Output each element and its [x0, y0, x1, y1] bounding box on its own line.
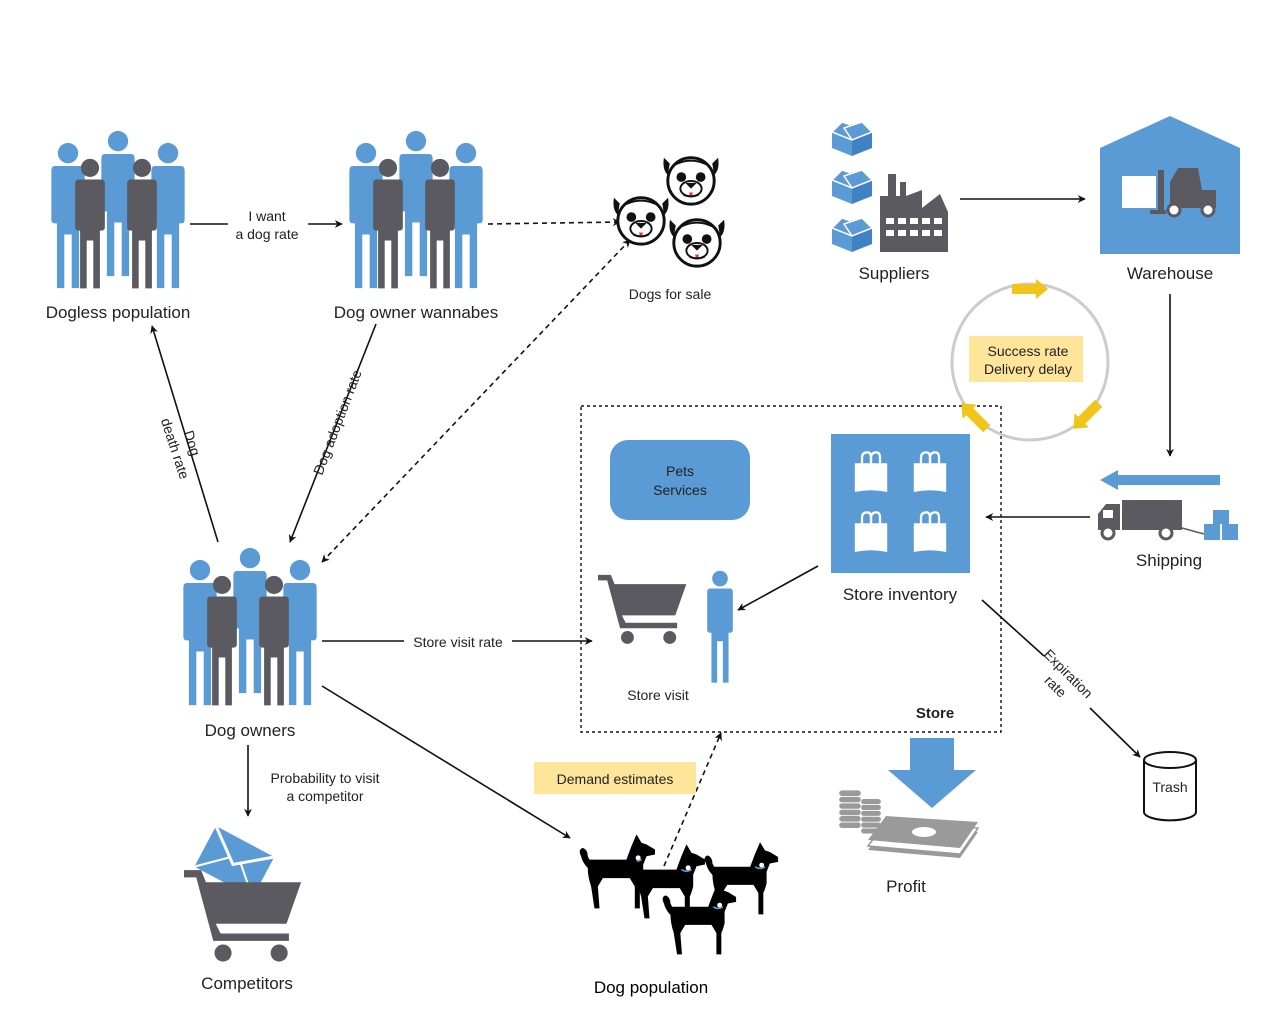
- person-icon: [707, 570, 733, 683]
- trash-node: Trash: [1143, 751, 1197, 822]
- expiration-line1: Expiration: [1041, 646, 1096, 701]
- profit-label: Profit: [886, 877, 926, 896]
- trash-label: Trash: [1152, 779, 1187, 795]
- people-group-icon: [349, 131, 482, 288]
- trash-cylinder-icon: [1143, 760, 1197, 822]
- store-inventory-node: Store inventory: [831, 434, 970, 604]
- flow-label-store-visit-rate: Store visit rate: [413, 634, 503, 650]
- store-boundary: [580, 405, 1002, 733]
- dog-owner-wannabes-node: Dog owner wannabes: [334, 131, 498, 322]
- pets-services-node: Pets Services: [610, 440, 750, 520]
- dog-owners-label: Dog owners: [205, 721, 296, 740]
- dog-owners-node: Dog owners: [183, 548, 316, 740]
- box-icon: [1213, 510, 1229, 524]
- box-icon: [1222, 524, 1238, 540]
- shipping-node: Shipping: [1098, 470, 1238, 570]
- pug-face-icon: [668, 218, 726, 268]
- store-visit-label: Store visit: [627, 687, 689, 703]
- dog-population-node: Dog population: [578, 833, 780, 997]
- people-group-icon: [51, 131, 184, 288]
- competitors-node: Competitors: [184, 825, 302, 993]
- dogs-to-owners-dashed: [321, 239, 631, 563]
- dogs-for-sale-node: Dogs for sale: [612, 156, 726, 302]
- delivery-truck-icon: [1098, 500, 1182, 541]
- flow-label-a-dog-rate: a dog rate: [235, 226, 298, 242]
- inventory-panel: [831, 434, 970, 573]
- dogless-population-label: Dogless population: [46, 303, 191, 322]
- suppliers-node: Suppliers: [831, 121, 948, 283]
- dog-silhouette-icon: [661, 881, 738, 956]
- demand-estimates-note: Demand estimates: [557, 771, 674, 787]
- factory-icon: [880, 174, 948, 252]
- store-visit-node: Store visit: [598, 570, 733, 703]
- note-success-rate: Success rate: [988, 343, 1069, 359]
- suppliers-label: Suppliers: [859, 264, 930, 283]
- demand-estimate-dashed: [663, 732, 722, 867]
- flow-arrow-dog-death: [150, 325, 219, 543]
- store-label: Store: [916, 705, 954, 722]
- shopping-cart-icon: [598, 574, 687, 644]
- box-icon: [831, 169, 873, 205]
- coin-stack-icon: [838, 789, 862, 829]
- down-arrow-icon: [888, 738, 976, 808]
- people-group-icon: [183, 548, 316, 705]
- cycle-arrow-top-icon: [1012, 279, 1048, 299]
- delivery-cycle: Success rate Delivery delay: [950, 279, 1110, 442]
- owners-to-dog-population: [321, 685, 571, 839]
- pets-services-line2: Services: [653, 482, 707, 498]
- dog-population-label: Dog population: [594, 978, 708, 997]
- pug-face-icon: [662, 156, 720, 206]
- store-inventory-label: Store inventory: [843, 585, 958, 604]
- warehouse-forklift-icon: [1122, 168, 1216, 218]
- box-icon: [831, 121, 873, 157]
- warehouse-label: Warehouse: [1127, 264, 1213, 283]
- wannabes-to-dogs-dashed: [487, 218, 621, 227]
- dog-death-label-line1: Dog: [181, 428, 204, 457]
- success-delivery-note-bg: [969, 336, 1083, 382]
- competitors-label: Competitors: [201, 974, 293, 993]
- flow-label-i-want: I want: [248, 208, 285, 224]
- pug-face-icon: [612, 196, 670, 246]
- pets-services-line1: Pets: [666, 463, 694, 479]
- flow-label-a-competitor: a competitor: [286, 788, 363, 804]
- box-icon: [831, 217, 873, 253]
- cycle-arrow-left-icon: [961, 403, 991, 433]
- cycle-arrow-right-icon: [1073, 399, 1103, 429]
- flow-label-probability: Probability to visit: [271, 770, 380, 786]
- expiration-line-a: [981, 599, 1045, 657]
- expiration-arrow: [1089, 707, 1141, 758]
- connectors: [150, 195, 1174, 867]
- warehouse-node: Warehouse: [1100, 116, 1240, 283]
- inventory-to-store-visit: [737, 565, 819, 611]
- box-icon: [1204, 524, 1220, 540]
- dog-owner-wannabes-label: Dog owner wannabes: [334, 303, 498, 322]
- note-delivery-delay: Delivery delay: [984, 361, 1072, 377]
- profit-node: Profit: [838, 738, 980, 896]
- demand-estimates-note-bg: [534, 762, 696, 794]
- shipping-label: Shipping: [1136, 551, 1202, 570]
- envelope-icon: [194, 825, 275, 898]
- flow-label-dog-death-rate: Dog death rate: [158, 416, 204, 481]
- dogless-population-node: Dogless population: [46, 131, 191, 322]
- dogs-for-sale-label: Dogs for sale: [629, 286, 712, 302]
- flow-label-expiration-rate: Expiration rate: [1041, 646, 1096, 701]
- left-arrow-icon: [1100, 470, 1220, 490]
- shopping-cart-icon: [184, 870, 302, 962]
- flow-label-dog-adoption-rate: Dog adoption rate: [310, 367, 365, 477]
- money-stack-icon: [866, 816, 980, 858]
